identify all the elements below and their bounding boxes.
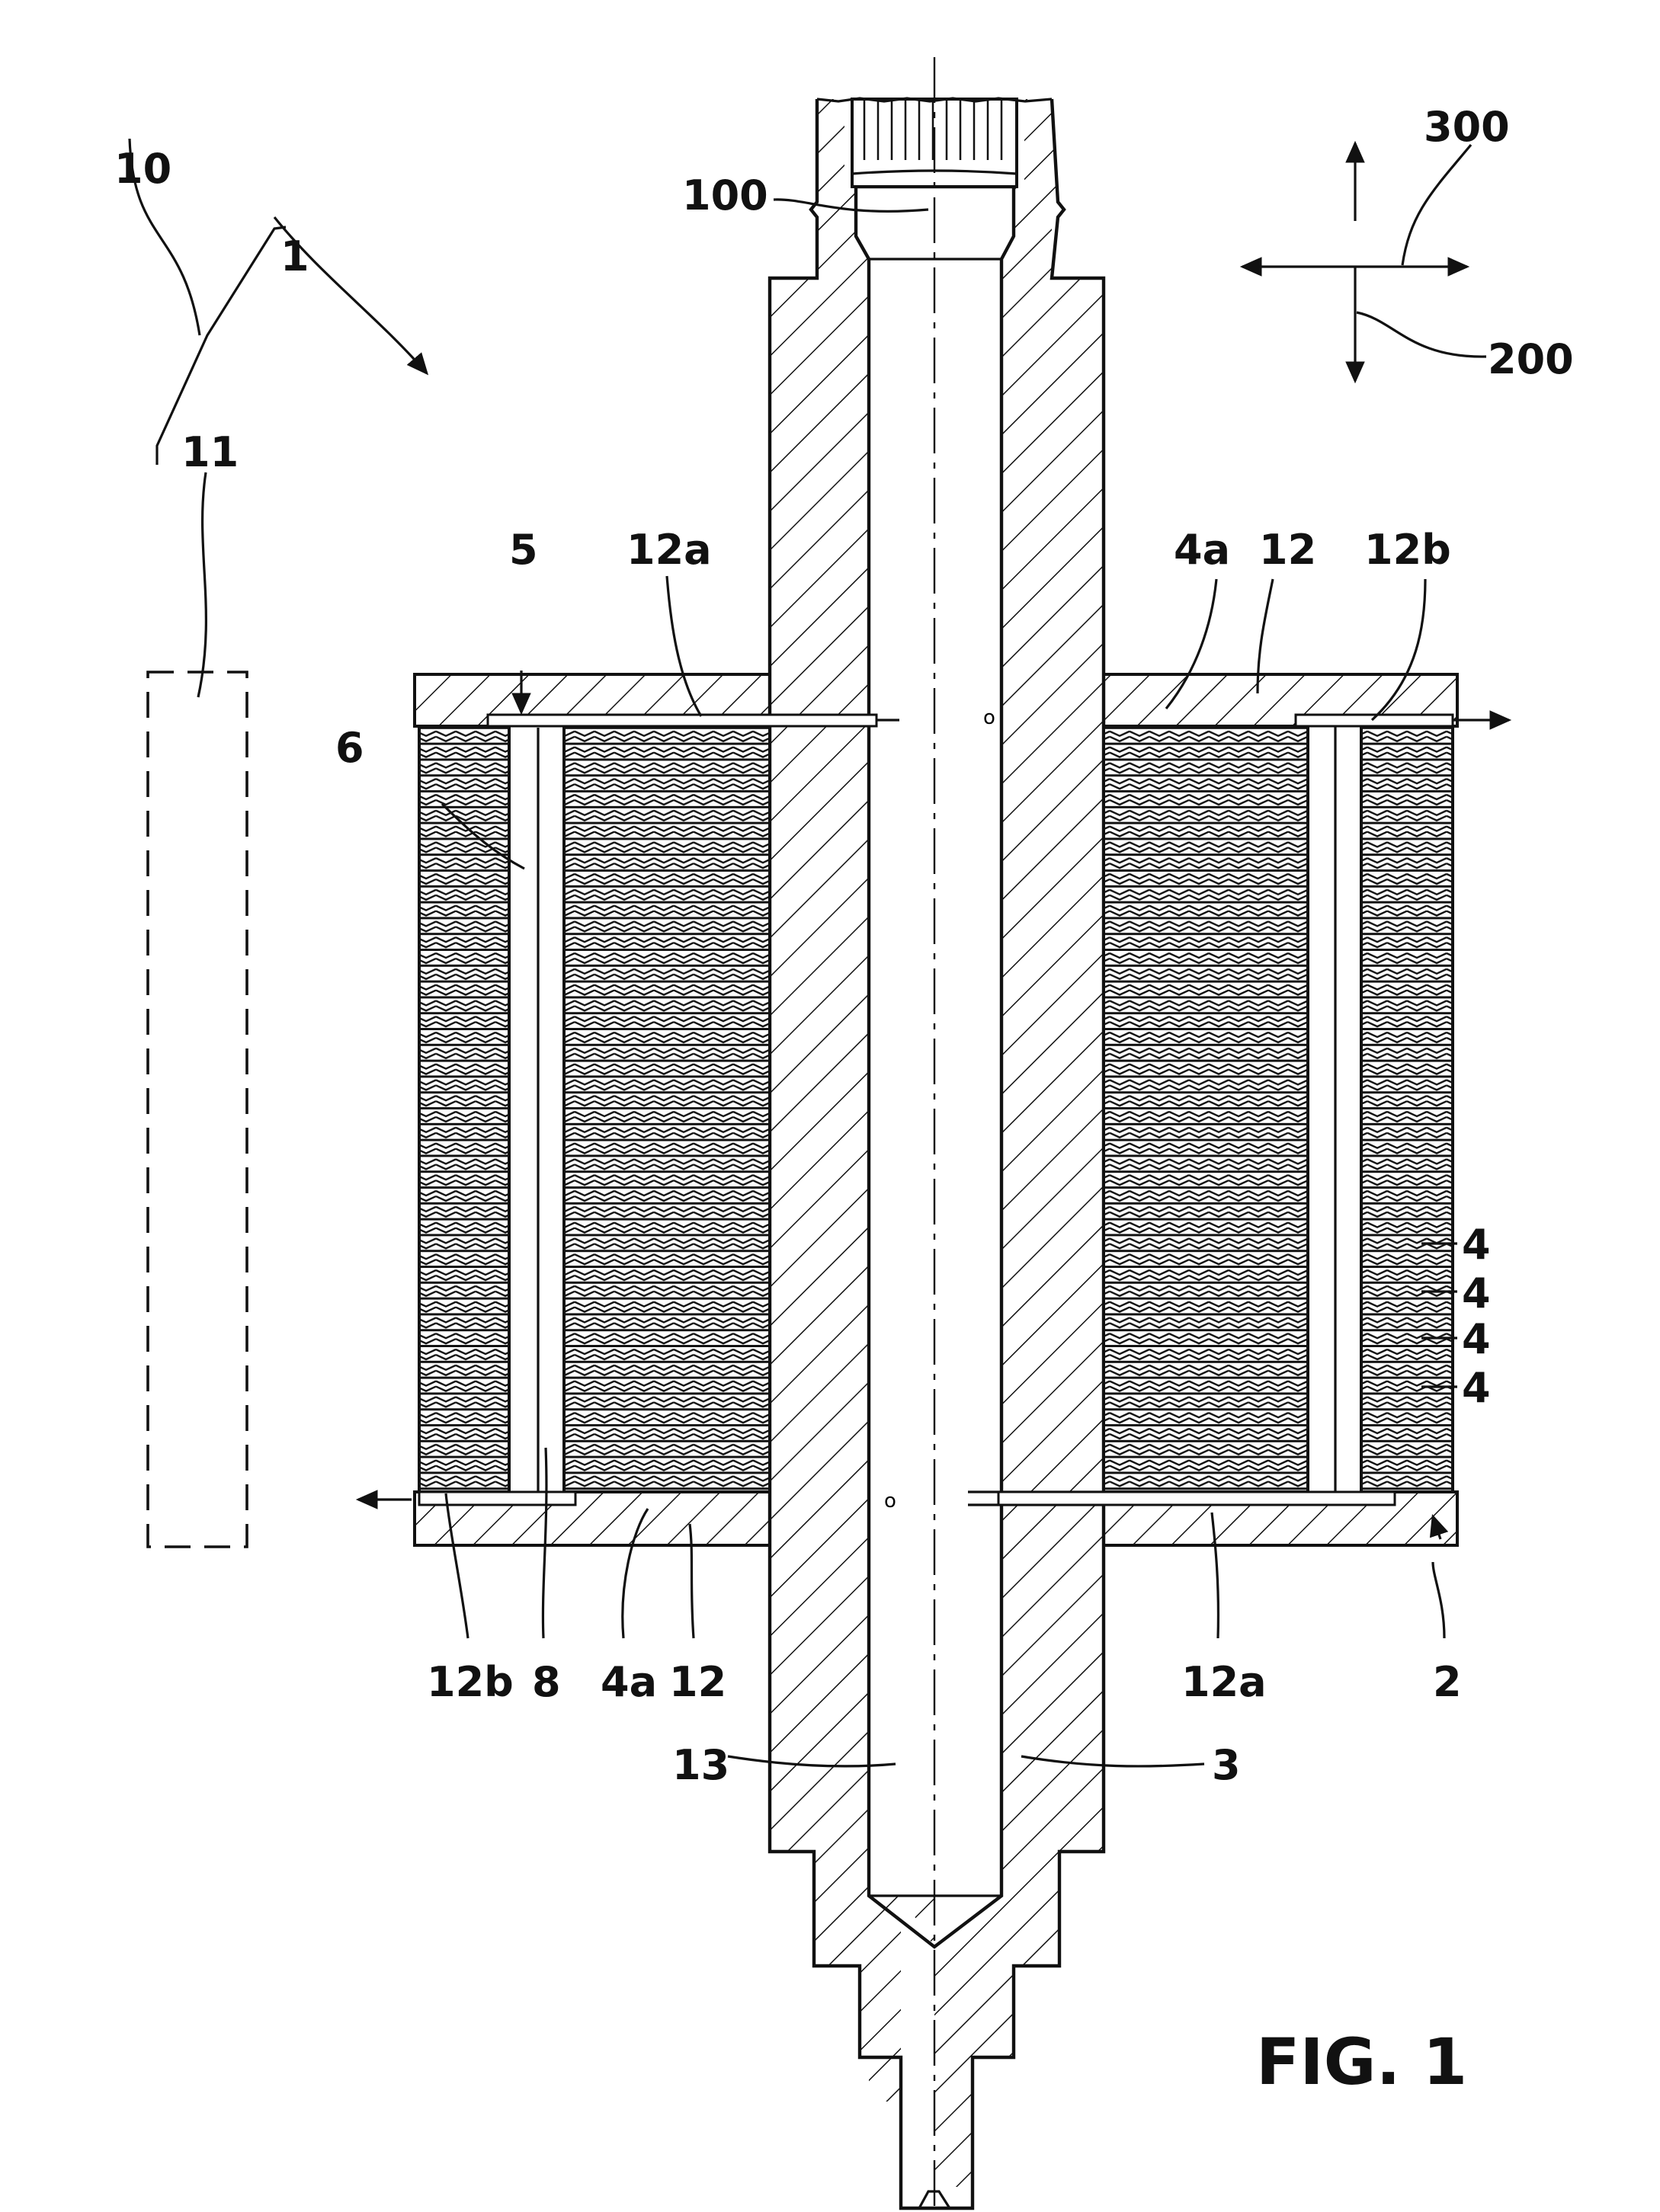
ref-1: 1 (280, 232, 309, 280)
bore (854, 184, 1016, 1949)
ref-12b-bot: 12b (427, 1658, 514, 1706)
ref-4-4: 4 (1462, 1364, 1491, 1412)
leader-12-top (1256, 578, 1274, 694)
leader-10 (128, 138, 201, 336)
ref-8: 8 (532, 1658, 561, 1706)
ref-5: 5 (509, 526, 538, 574)
leader-6 (441, 802, 525, 870)
lamination-stack-right-inner (1102, 725, 1309, 1493)
ref-2: 2 (1433, 1658, 1462, 1706)
ref-12a-bot: 12a (1181, 1658, 1267, 1706)
ref-100: 100 (682, 171, 768, 219)
radial-channel-top-left (486, 713, 878, 728)
ref-3: 3 (1212, 1741, 1241, 1789)
leader-12-bot (688, 1523, 695, 1639)
shaft-tip (899, 2187, 975, 2210)
lamination-stack-left-inner (562, 725, 771, 1493)
ref-300: 300 (1424, 103, 1510, 151)
ref-4-3: 4 (1462, 1315, 1491, 1363)
ref-12b-top: 12b (1364, 526, 1451, 574)
leader-4a-bot (621, 1508, 649, 1639)
ref-12-top: 12 (1259, 526, 1316, 574)
leader-12b-top (1370, 578, 1427, 722)
ref-4-2: 4 (1462, 1269, 1491, 1317)
switch-symbol (155, 226, 287, 465)
cross-bore-upper: o (983, 706, 995, 729)
leader-12a-top (665, 575, 703, 717)
ref-11: 11 (181, 428, 239, 476)
leader-2 (1431, 1561, 1446, 1639)
ref-13: 13 (672, 1741, 729, 1789)
leader-3 (1021, 1755, 1205, 1768)
leader-11 (197, 472, 207, 698)
spline-teeth (863, 101, 1003, 160)
leader-100 (773, 198, 929, 213)
leader-300 (1401, 143, 1473, 266)
lamination-stack-left-outer (418, 725, 511, 1493)
ref-12a-top: 12a (627, 526, 712, 574)
lamination-stack-right-outer (1360, 725, 1454, 1493)
radial-channel-top-right (1294, 713, 1454, 728)
leader-200 (1356, 311, 1487, 358)
ref-6: 6 (335, 724, 364, 772)
ref-4-1: 4 (1462, 1221, 1491, 1269)
leader-4a-top (1165, 578, 1218, 709)
ref-12-bot: 12 (669, 1658, 726, 1706)
shaft-wall-right (934, 99, 1104, 2187)
cross-bore-lower: o (884, 1490, 896, 1513)
figure-caption: FIG. 1 (1256, 2025, 1467, 2099)
ref-200: 200 (1488, 335, 1574, 383)
break-line (816, 97, 1053, 103)
shaft-wall-left (770, 99, 934, 2102)
shaft: o o (768, 57, 1106, 2210)
axial-channel-left (508, 722, 566, 1499)
ref-10: 10 (114, 145, 171, 193)
ref-4a-top: 4a (1174, 526, 1230, 574)
leader-13 (727, 1755, 896, 1768)
leader-8 (541, 1447, 548, 1639)
control-unit-dashed (146, 671, 248, 1548)
rotor-right (997, 673, 1512, 1547)
rotor-left (355, 671, 1103, 1547)
radial-channel-bottom-right (997, 1490, 1396, 1506)
ref-4a-bot: 4a (601, 1658, 657, 1706)
leader-12b-bot (444, 1493, 469, 1639)
reference-labels: 10 1 11 100 300 200 5 12a 4a 12 12b 6 4 … (114, 103, 1574, 2099)
shaft-contour-right (970, 98, 1106, 2187)
radial-channel-bottom-left (418, 1490, 577, 1506)
leader-12a-bot (1210, 1512, 1220, 1639)
arrow-1 (273, 216, 429, 376)
